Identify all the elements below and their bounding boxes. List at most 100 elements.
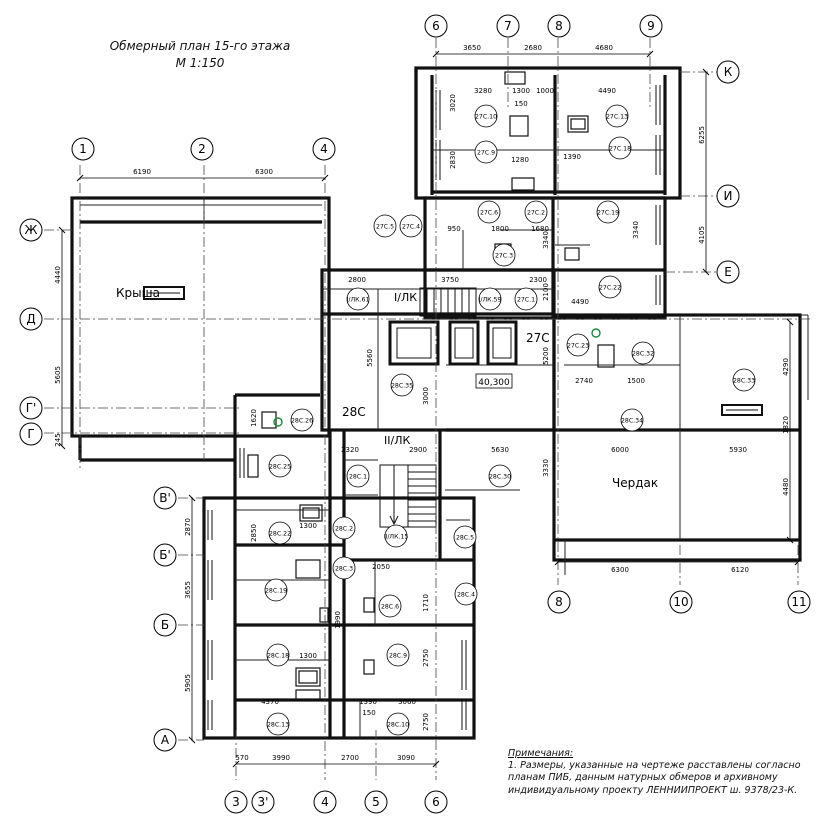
room-label: 28С.22 (269, 531, 291, 538)
axis-bottom-8: 8 (555, 595, 563, 609)
core-fixtures (143, 71, 763, 701)
dim-5605: 5605 (54, 366, 62, 384)
dim-2800: 2800 (348, 276, 366, 284)
dim-950: 950 (447, 225, 460, 233)
room-bubble (524, 200, 548, 224)
notes-heading: Примечания: (508, 748, 574, 759)
dim-1500: 1500 (627, 377, 645, 385)
room-label: 27С.1 (517, 297, 535, 304)
dim-3330: 3330 (542, 459, 550, 477)
room-label: 28С.30 (489, 474, 511, 481)
axis-top-7: 7 (504, 19, 512, 33)
axis-bottom-6: 6 (432, 795, 440, 809)
room-label: 27С.2 (527, 210, 545, 217)
room-bubble (384, 524, 408, 548)
dim-3280: 3280 (474, 87, 492, 95)
room-bubble (598, 275, 622, 299)
room-label: 28С.5 (456, 535, 474, 542)
room-bubble (477, 200, 501, 224)
dim-3090: 3090 (397, 754, 415, 762)
room-label: 28С.9 (389, 653, 407, 660)
roof-hatch (143, 286, 185, 300)
dim-3060: 3060 (398, 698, 416, 706)
dim-150a: 150 (514, 100, 527, 108)
axis-right-k: К (724, 65, 733, 79)
room-label: 28С.35 (391, 383, 413, 390)
dim-1820: 1820 (782, 416, 790, 434)
room-label: 28С.34 (621, 418, 643, 425)
room-bubble (732, 368, 756, 392)
dim-3990: 3990 (272, 754, 290, 762)
room-bubble (386, 643, 410, 667)
room-bubble (492, 243, 516, 267)
room-label: II/ЛК.15 (384, 534, 409, 541)
axis-right-e: Е (724, 265, 732, 279)
stair-1-label: I/ЛК (394, 291, 417, 304)
dim-5630: 5630 (491, 446, 509, 454)
dim-5930: 5930 (729, 446, 747, 454)
axis-left-zh: Ж (25, 223, 38, 237)
axis-bottom-10: 10 (673, 595, 688, 609)
axis-top-1: 1 (79, 142, 87, 156)
room-label: 27С.22 (599, 285, 621, 292)
room-bubble (268, 454, 292, 478)
dim-1390a: 1390 (563, 153, 581, 161)
room-bubble (605, 104, 629, 128)
axis-left-d: Д (26, 312, 35, 326)
dim-6255: 6255 (698, 126, 706, 144)
room-bubble (346, 464, 370, 488)
room-bubble (268, 521, 292, 545)
elevation-label: 40,300 (478, 378, 510, 388)
room-bubble (488, 464, 512, 488)
dim-2300: 2300 (529, 276, 547, 284)
axis-bottom-5: 5 (372, 795, 380, 809)
elevator-2 (448, 320, 480, 366)
room-label: 27С.18 (609, 146, 631, 153)
axis-left-b: Б (161, 618, 169, 632)
dim-2830: 2830 (449, 151, 457, 169)
room-label: 28С.2 (335, 526, 353, 533)
room-bubble (454, 582, 478, 606)
room-label: 28С.26 (291, 418, 313, 425)
room-bubble (453, 525, 477, 549)
room-label: I/ЛК.61 (347, 297, 370, 304)
axis-left-gp: Г' (26, 401, 37, 415)
dim-5200: 5200 (542, 347, 550, 365)
room-label: 28С.25 (269, 464, 291, 471)
room-label: 28С.13 (267, 722, 289, 729)
dim-1710: 1710 (422, 594, 430, 612)
dim-4490b: 4490 (571, 298, 589, 306)
dim-4680: 4680 (595, 44, 613, 52)
dim-3650: 3650 (463, 44, 481, 52)
space-labels: Крыша Чердак 28С 27С I/ЛК II/ЛК (116, 286, 658, 490)
dim-4290: 4290 (782, 358, 790, 376)
dim-1300a: 1300 (512, 87, 530, 95)
dim-6300a: 6300 (255, 168, 273, 176)
room-bubble (390, 373, 414, 397)
axis-top-6: 6 (432, 19, 440, 33)
block-28c-south (202, 496, 476, 740)
dim-1300c: 1300 (299, 652, 317, 660)
axis-top-8: 8 (555, 19, 563, 33)
room-bubble (332, 516, 356, 540)
section-27c-label: 27С (526, 331, 550, 345)
axis-bottom-4: 4 (321, 795, 329, 809)
dim-4440: 4440 (54, 266, 62, 284)
room-label: 27С.9 (477, 150, 495, 157)
dim-1000: 1000 (536, 87, 554, 95)
room-bubble (474, 104, 498, 128)
room-bubble (608, 136, 632, 160)
dim-4480: 4480 (782, 478, 790, 496)
room-bubble (346, 287, 370, 311)
dim-4105: 4105 (698, 226, 706, 244)
room-bubble (399, 214, 423, 238)
room-bubble (373, 214, 397, 238)
axis-right-i: И (724, 189, 733, 203)
axis-left-bp: Б' (159, 548, 171, 562)
block-27c-middle (423, 196, 667, 320)
dim-1280: 1280 (511, 156, 529, 164)
room-bubble (474, 140, 498, 164)
